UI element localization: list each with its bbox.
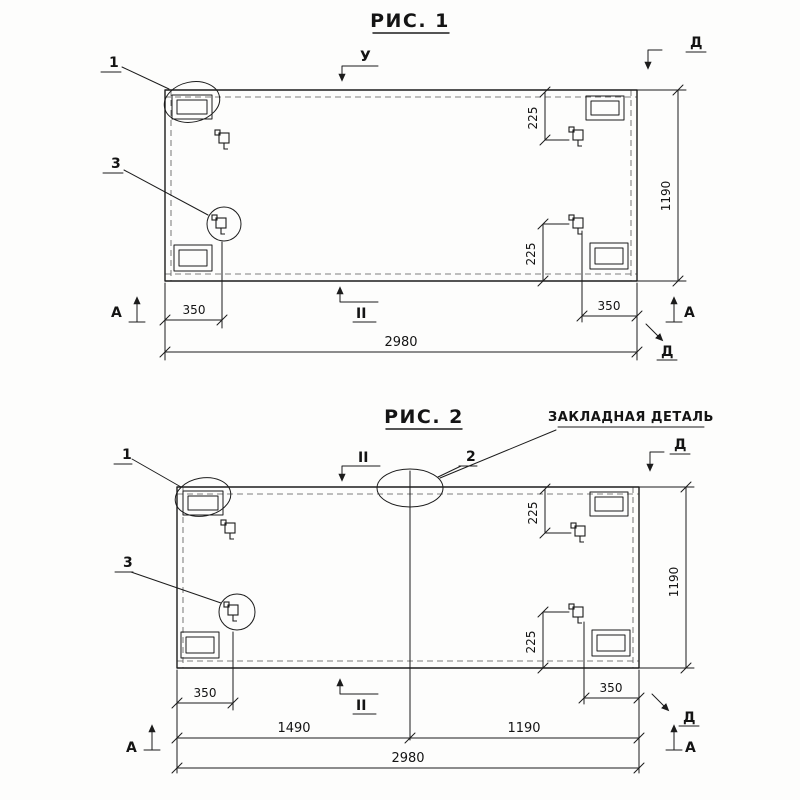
fig1-dim-detail-bottom-label: 225 [524, 243, 538, 266]
fig2-callout-1-label: 1 [122, 447, 132, 463]
fig2-embed-plate-label: ЗАКЛАДНАЯ ДЕТАЛЬ [548, 410, 714, 425]
fig2-dim-left-offset-label: 350 [194, 686, 217, 700]
fig2-callout-1-circle [174, 477, 232, 517]
fig1-embed-detail-top-left [214, 129, 230, 150]
fig2-section-d-top-label: Д [674, 437, 686, 453]
fig2-section-top-label: II [358, 450, 368, 466]
fig1-callout-1-circle [163, 81, 221, 123]
fig1-section-a-left-arrow [128, 298, 146, 323]
fig2-panel-edge-texture [177, 487, 639, 668]
fig1-section-d-bottom-label: Д [661, 344, 673, 360]
fig2-dim-left-offset-lines [171, 631, 239, 711]
fig2-embed-detail-bottom-left [223, 601, 239, 622]
fig1-dim-detail-top-label: 225 [526, 107, 540, 130]
fig2-section-a-left-label: А [126, 740, 137, 756]
fig2-dim-detail-bottom-lines [537, 606, 570, 674]
fig1-section-a-right-label: А [684, 305, 695, 321]
fig1-dim-right-offset-label: 350 [598, 299, 621, 313]
fig2-embed-plate-leader [439, 429, 557, 479]
fig1-section-a-left-label: А [111, 305, 122, 321]
fig2-panel-outline [176, 486, 640, 669]
fig2-embed-detail-top-left [220, 519, 236, 540]
fig2-callout-3-circle [218, 593, 256, 631]
fig2-dim-right-offset-lines [578, 621, 645, 705]
figure-2: РИС. 2 ЗАКЛАДНАЯ ДЕТАЛЬ 2 1 3 II II [113, 406, 714, 774]
fig2-callout-2-label: 2 [466, 449, 476, 465]
fig2-embed-detail-top-right [570, 522, 586, 543]
fig2-callout-3-label: 3 [123, 555, 133, 571]
fig2-dim-detail-top-label: 225 [526, 502, 540, 525]
fig1-dim-left-offset-lines [159, 241, 228, 329]
fig1-callout-1-label: 1 [109, 55, 119, 71]
fig1-embed-detail-bottom-left [211, 214, 227, 235]
fig1-title: РИС. 1 [370, 10, 450, 32]
fig1-callout-3-circle [206, 206, 242, 242]
fig2-dim-width-lines [171, 762, 645, 774]
fig1-section-d-top-label: Д [690, 35, 702, 51]
fig2-section-a-right-arrow [665, 726, 683, 751]
fig1-dim-width-lines [159, 282, 643, 361]
fig2-callout-2-circle [376, 468, 444, 508]
fig2-section-a-right-label: А [685, 740, 696, 756]
fig1-dim-detail-top-lines [539, 86, 570, 146]
fig1-embed-detail-top-right [568, 126, 584, 147]
fig1-panel-outline [164, 89, 638, 282]
fig2-dim-width-label: 2980 [391, 751, 424, 766]
figure-1: РИС. 1 1 3 У II Д Д А А [100, 10, 707, 361]
fig2-dim-segment-right-label: 1190 [507, 721, 540, 736]
fig1-section-d-top-arrow [644, 49, 663, 70]
fig1-dim-left-offset-label: 350 [183, 303, 206, 317]
fig1-dim-width-label: 2980 [384, 335, 417, 350]
fig1-callout-3-label: 3 [111, 156, 121, 172]
fig2-dim-segment-lines [171, 669, 645, 774]
fig1-callout-3-leader [123, 169, 209, 216]
fig1-section-bottom-label: II [356, 306, 366, 322]
fig2-section-bottom-arrow [336, 678, 379, 695]
fig1-panel-edge-texture [165, 90, 637, 281]
fig1-section-top-arrow [338, 65, 379, 82]
fig2-section-bottom-label: II [356, 698, 366, 714]
fig2-dim-height-lines [638, 481, 695, 674]
fig1-section-bottom-arrow [336, 286, 379, 303]
fig2-dim-right-offset-label: 350 [600, 681, 623, 695]
fig1-dim-right-offset-lines [576, 230, 643, 323]
fig1-embed-detail-bottom-right [568, 214, 584, 235]
fig2-dim-detail-top-lines [539, 483, 572, 539]
fig2-section-d-bottom-arrow [651, 693, 670, 712]
fig2-section-a-left-arrow [143, 726, 161, 751]
fig1-section-d-bottom-arrow [645, 323, 664, 342]
fig2-section-top-arrow [338, 465, 381, 482]
fig2-dim-segment-left-label: 1490 [277, 721, 310, 736]
fig2-title: РИС. 2 [384, 406, 464, 428]
fig2-callout-2-leader [437, 465, 462, 478]
fig1-dim-detail-bottom-lines [537, 218, 570, 287]
fig1-dim-height-lines [636, 84, 687, 287]
fig2-section-d-bottom-label: Д [683, 710, 695, 726]
fig2-section-d-top-arrow [646, 451, 665, 472]
fig1-section-a-right-arrow [665, 298, 683, 323]
fig2-embed-detail-bottom-right [568, 603, 584, 624]
fig2-dim-height-label: 1190 [667, 567, 681, 598]
fig1-dim-height-label: 1190 [659, 181, 673, 212]
fig2-callout-3-leader [130, 571, 222, 604]
fig1-section-top-label: У [360, 49, 371, 65]
fig2-corner-blocks [180, 490, 631, 659]
fig1-callout-1-leader [121, 66, 170, 90]
fig2-callout-1-leader [131, 458, 182, 488]
fig2-dim-detail-bottom-label: 225 [524, 631, 538, 654]
fig1-corner-blocks [171, 94, 629, 272]
